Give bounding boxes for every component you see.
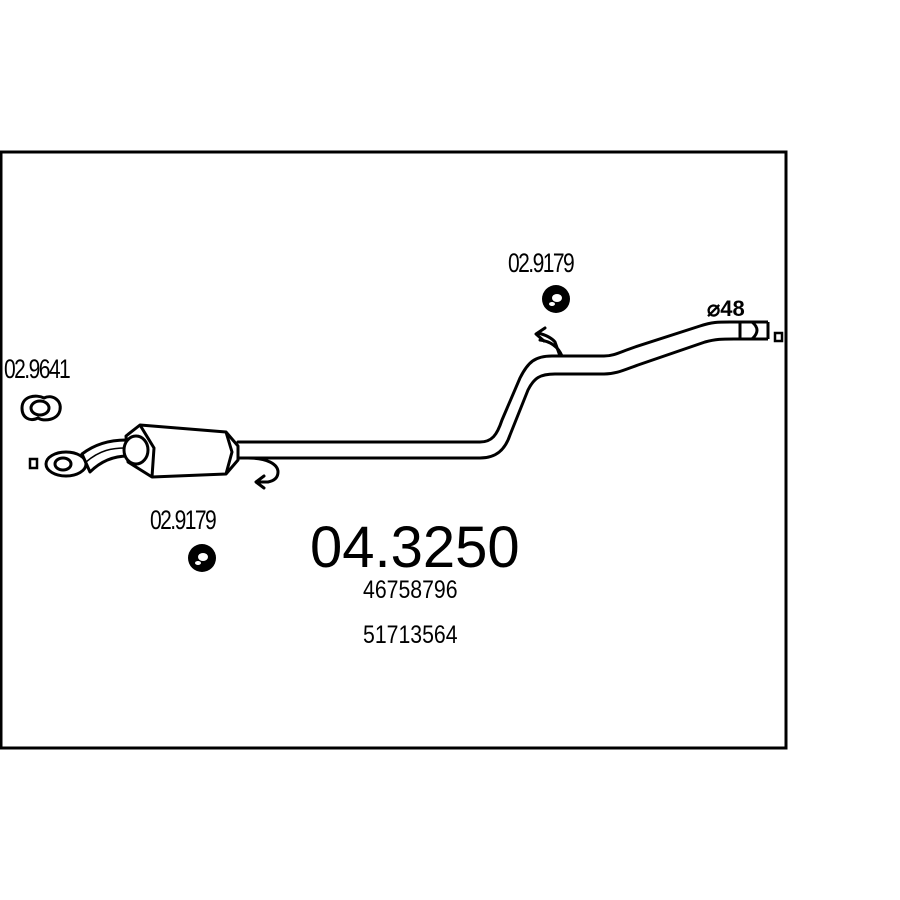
mount-label-right: 02.9179 — [508, 248, 575, 278]
converter-body — [122, 423, 240, 479]
mount-rubber-icon-left — [188, 544, 216, 572]
inlet-pipe-seam — [85, 447, 127, 463]
inlet-pipe — [80, 438, 130, 474]
oe-number-2: 51713564 — [363, 621, 458, 649]
part-number: 04.3250 — [310, 515, 520, 580]
gasket-label: 02.9641 — [4, 354, 71, 384]
mount-label-left: 02.9179 — [150, 505, 217, 535]
hanger-hook-left — [238, 456, 280, 490]
outlet-end — [738, 320, 770, 341]
oe-number-1: 46758796 — [363, 576, 458, 604]
diagram-frame — [0, 150, 788, 750]
hanger-hook-right — [534, 326, 562, 358]
main-pipe — [236, 320, 762, 460]
outlet-marker — [773, 331, 784, 343]
inlet-marker — [28, 457, 39, 470]
outlet-diameter-label: ⌀48 — [707, 296, 745, 321]
hanger-hook-right-2 — [538, 338, 564, 358]
mount-rubber-icon-right — [542, 285, 570, 313]
gasket-icon — [20, 394, 62, 422]
inlet-flange — [44, 450, 88, 478]
